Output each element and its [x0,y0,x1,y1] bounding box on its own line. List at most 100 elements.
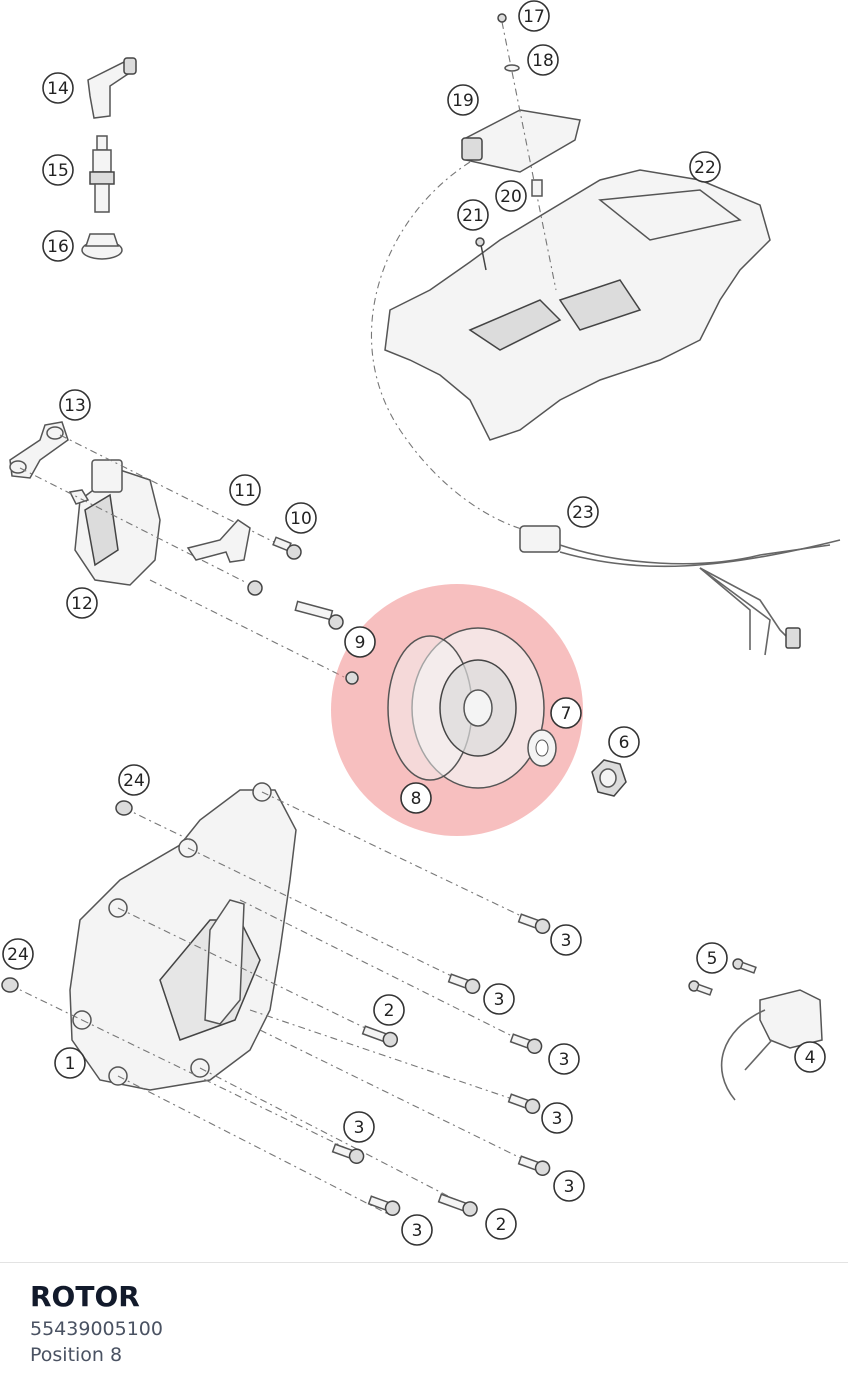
callout-3[interactable]: 3 [548,1043,580,1075]
callout-label: 11 [234,481,256,501]
callout-19[interactable]: 19 [447,84,479,116]
callout-label: 18 [532,51,554,71]
screw-12-part[interactable] [247,580,263,596]
part-number: 55439005100 [30,1318,163,1340]
parts-diagram: 1718191415162021221311101223976824324532… [1,0,841,1246]
callout-label: 20 [500,187,522,207]
screw-10-part[interactable] [272,536,302,560]
callout-6[interactable]: 6 [608,726,640,758]
callout-23[interactable]: 23 [567,496,599,528]
selected-part-info: ROTOR 55439005100 Position 8 [30,1278,163,1368]
callout-circle [400,782,432,814]
callout-circle [401,1214,433,1246]
callout-label: 3 [559,1050,570,1070]
callout-9[interactable]: 9 [344,626,376,658]
callout-label: 6 [619,733,630,753]
callout-circle [344,626,376,658]
callout-3[interactable]: 3 [401,1214,433,1246]
washer-part[interactable] [527,729,557,767]
wiring-harness-part[interactable] [519,525,841,656]
callout-label: 19 [452,91,474,111]
bracket-part[interactable] [186,519,251,563]
callout-circle [42,230,74,262]
callout-24[interactable]: 24 [2,938,34,970]
callout-label: 12 [71,594,93,614]
callout-7[interactable]: 7 [550,697,582,729]
callout-17[interactable]: 17 [518,0,550,32]
callout-8[interactable]: 8 [400,782,432,814]
callout-2[interactable]: 2 [373,994,405,1026]
control-module-part[interactable] [461,109,581,173]
callout-circle [2,938,34,970]
callout-14[interactable]: 14 [42,72,74,104]
callout-label: 2 [384,1001,395,1021]
callout-22[interactable]: 22 [689,151,721,183]
spark-plug-cap-part[interactable] [87,57,137,119]
callout-3[interactable]: 3 [343,1111,375,1143]
callout-5[interactable]: 5 [696,942,728,974]
callout-circle [483,983,515,1015]
callout-label: 3 [494,990,505,1010]
callout-16[interactable]: 16 [42,230,74,262]
callout-label: 1 [65,1054,76,1074]
coil-screws-part[interactable] [688,958,757,997]
callout-11[interactable]: 11 [229,474,261,506]
callout-circle [567,496,599,528]
callout-3[interactable]: 3 [483,983,515,1015]
callout-circle [373,994,405,1026]
callout-circle [527,44,559,76]
callout-label: 24 [123,771,145,791]
callout-label: 14 [47,79,69,99]
plug-24-lower-part[interactable] [1,977,19,993]
callout-3[interactable]: 3 [550,924,582,956]
callout-label: 13 [64,396,86,416]
callout-21[interactable]: 21 [457,199,489,231]
callout-12[interactable]: 12 [66,587,98,619]
callout-20[interactable]: 20 [495,180,527,212]
callout-10[interactable]: 10 [285,502,317,534]
nut-part[interactable] [591,759,627,797]
divider [0,1262,848,1263]
callout-label: 23 [572,503,594,523]
callout-label: 16 [47,237,69,257]
callout-2[interactable]: 2 [485,1208,517,1240]
screw-9-part[interactable] [294,600,359,685]
rotor-part[interactable] [387,627,545,789]
spark-plug-part[interactable] [89,135,115,213]
plug-24-upper-part[interactable] [115,800,133,816]
callout-13[interactable]: 13 [59,389,91,421]
callout-label: 3 [552,1109,563,1129]
stator-part[interactable] [68,459,161,586]
callout-4[interactable]: 4 [794,1041,826,1073]
callout-label: 8 [411,789,422,809]
electronics-holder-part[interactable] [384,169,771,441]
callout-circle [343,1111,375,1143]
callout-3[interactable]: 3 [553,1170,585,1202]
callout-circle [54,1047,86,1079]
callout-15[interactable]: 15 [42,154,74,186]
callout-circle [794,1041,826,1073]
part-position: Position 8 [30,1344,123,1366]
callout-circle [457,199,489,231]
callout-label: 7 [561,704,572,724]
callout-label: 10 [290,509,312,529]
callout-circle [42,154,74,186]
callout-circle [541,1102,573,1134]
callout-1[interactable]: 1 [54,1047,86,1079]
spark-plug-seal-part[interactable] [81,233,123,260]
callout-label: 22 [694,158,716,178]
callout-label: 9 [355,633,366,653]
pickup-bracket-part[interactable] [9,421,69,479]
callout-3[interactable]: 3 [541,1102,573,1134]
callout-circle [550,697,582,729]
ignition-cover-part[interactable] [69,782,297,1091]
callout-label: 5 [707,949,718,969]
callout-label: 3 [412,1221,423,1241]
callout-circle [285,502,317,534]
cover-screws[interactable] [331,911,552,1217]
callout-circle [518,0,550,32]
callout-18[interactable]: 18 [527,44,559,76]
callout-circle [447,84,479,116]
callout-24[interactable]: 24 [118,764,150,796]
callout-label: 2 [496,1215,507,1235]
